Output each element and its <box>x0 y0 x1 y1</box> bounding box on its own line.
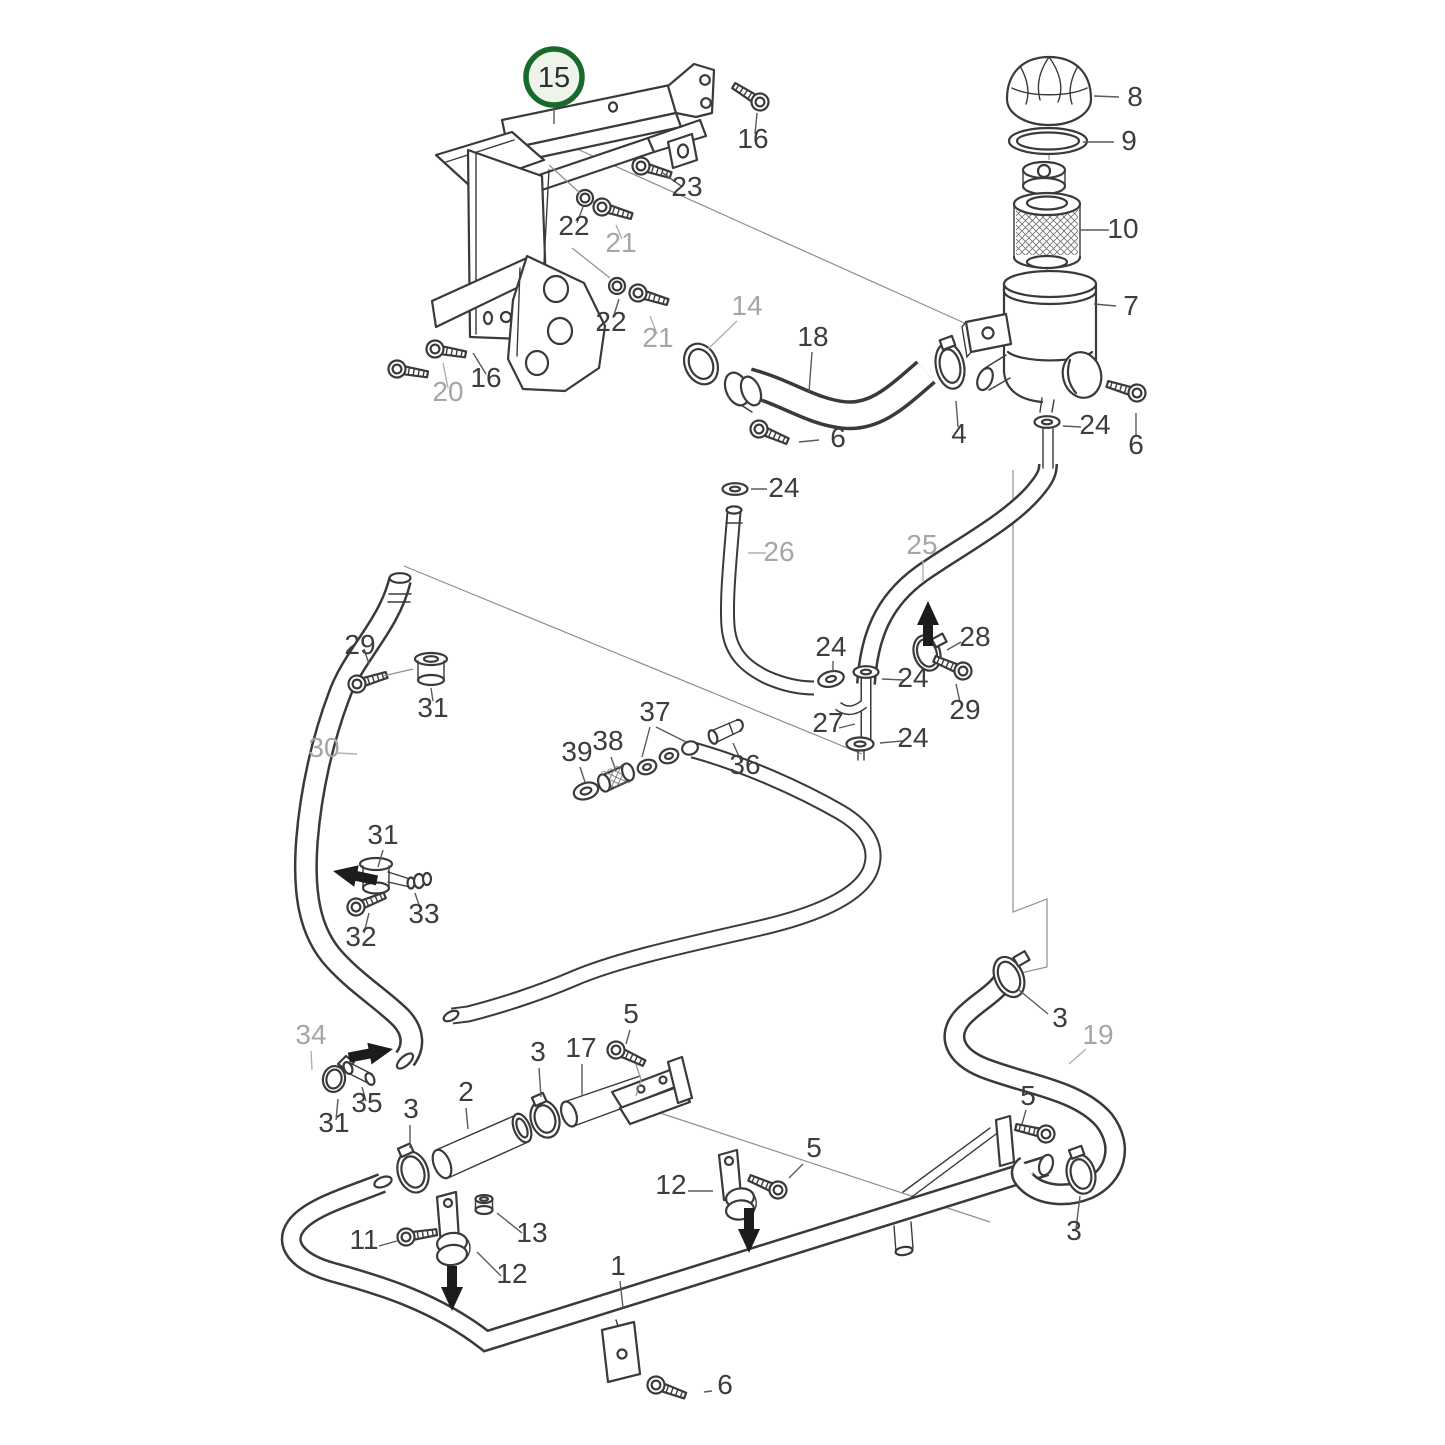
part-label-29: 29 <box>344 629 375 660</box>
part-label-25: 25 <box>906 529 937 560</box>
part-label-6: 6 <box>830 422 846 453</box>
hose-19-group <box>902 950 1127 1206</box>
part-label-2: 2 <box>458 1076 474 1107</box>
part-label-8: 8 <box>1127 81 1143 112</box>
part-label-9: 9 <box>1121 125 1137 156</box>
hose-25-group <box>835 463 1058 761</box>
part-label-10: 10 <box>1107 213 1138 244</box>
part-label-30: 30 <box>308 732 339 763</box>
highlighted-part-number: 15 <box>538 62 570 94</box>
part-label-22: 22 <box>595 306 626 337</box>
part-label-28: 28 <box>959 621 990 652</box>
part-label-6: 6 <box>717 1369 733 1400</box>
highlighted-part-ring <box>523 46 585 108</box>
part-label-34: 34 <box>295 1019 326 1050</box>
part-label-11: 11 <box>349 1224 378 1255</box>
part-label-26: 26 <box>763 536 794 567</box>
part-label-31: 31 <box>318 1107 349 1138</box>
part-label-31: 31 <box>417 692 448 723</box>
part-label-3: 3 <box>403 1093 419 1124</box>
hose-30 <box>293 572 424 1070</box>
part-label-36: 36 <box>729 749 760 780</box>
part-label-5: 5 <box>623 998 639 1029</box>
part-label-24: 24 <box>897 722 928 753</box>
part-label-16: 16 <box>737 123 768 154</box>
part-label-31: 31 <box>367 819 398 850</box>
center-fittings <box>572 718 744 801</box>
hose-18-group <box>682 334 966 431</box>
part-label-27: 27 <box>812 707 843 738</box>
part-label-24: 24 <box>815 631 846 662</box>
part-label-38: 38 <box>592 725 623 756</box>
part-label-17: 17 <box>565 1032 596 1063</box>
fasteners <box>343 77 1149 1405</box>
part-label-3: 3 <box>1052 1002 1068 1033</box>
part-label-16: 16 <box>470 362 501 393</box>
part-label-13: 13 <box>516 1217 547 1248</box>
highlight-badge: 15 <box>523 46 585 108</box>
part-label-24: 24 <box>768 472 799 503</box>
part-label-5: 5 <box>1020 1080 1036 1111</box>
center-hose <box>442 741 882 1025</box>
leader-lines <box>310 95 1137 1393</box>
part-label-6: 6 <box>1128 429 1144 460</box>
part-label-3: 3 <box>530 1036 546 1067</box>
part-label-12: 12 <box>496 1258 527 1289</box>
part-label-19: 19 <box>1082 1019 1113 1050</box>
part-label-29: 29 <box>949 694 980 725</box>
part-label-24: 24 <box>1079 409 1110 440</box>
part-label-23: 23 <box>671 171 702 202</box>
part-label-21: 21 <box>605 227 636 258</box>
part-label-37: 37 <box>639 696 670 727</box>
part-label-35: 35 <box>351 1087 382 1118</box>
part-label-12: 12 <box>655 1169 686 1200</box>
pipe-1 <box>280 1153 1055 1384</box>
part-label-4: 4 <box>951 418 967 449</box>
part-label-18: 18 <box>797 321 828 352</box>
part-label-39: 39 <box>561 736 592 767</box>
part-label-22: 22 <box>558 210 589 241</box>
part-label-33: 33 <box>408 898 439 929</box>
bracket-15-assembly <box>430 62 716 393</box>
part-label-32: 32 <box>345 921 376 952</box>
hose-26-group <box>719 482 845 696</box>
part-label-20: 20 <box>432 376 463 407</box>
part-label-24: 24 <box>897 662 928 693</box>
part-label-5: 5 <box>806 1132 822 1163</box>
part-label-1: 1 <box>610 1250 626 1281</box>
part-label-14: 14 <box>731 290 762 321</box>
part-label-7: 7 <box>1123 290 1139 321</box>
filter-assembly <box>961 55 1103 469</box>
part-label-3: 3 <box>1066 1215 1082 1246</box>
part-label-21: 21 <box>642 322 673 353</box>
